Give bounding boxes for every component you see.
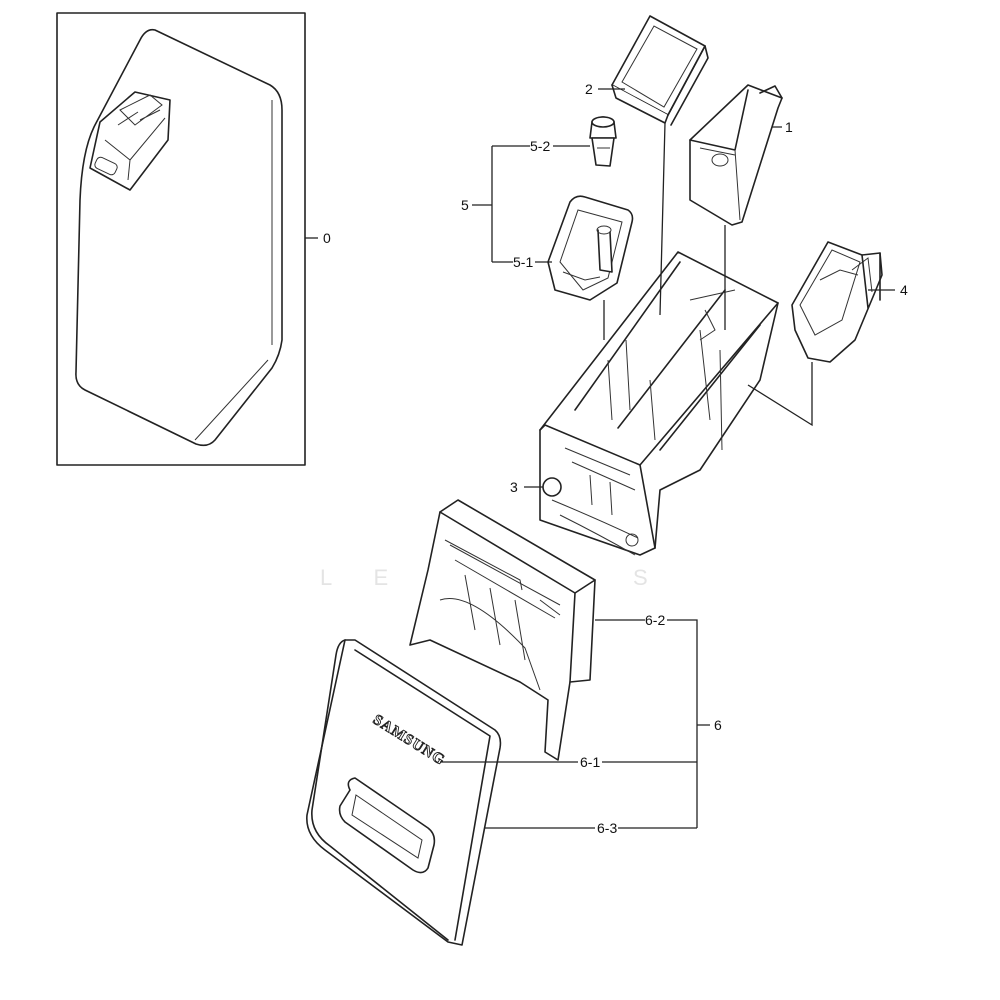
part-4-compartment: [791, 241, 883, 363]
label-part-5-2: 5-2: [530, 138, 550, 154]
label-part-6-3: 6-3: [597, 820, 617, 836]
leader-lines: [305, 88, 895, 829]
part-5-1-cup: [547, 195, 634, 301]
label-part-1: 1: [785, 119, 793, 135]
part-5-2-knob: [589, 116, 617, 167]
label-part-5: 5: [461, 197, 469, 213]
label-part-6-1: 6-1: [580, 754, 600, 770]
label-part-6: 6: [714, 717, 722, 733]
part-labels: 0 1 2 3 4 5 5-1 5-2 6 6-1 6-2 6-3: [323, 81, 908, 836]
label-part-2: 2: [585, 81, 593, 97]
label-part-4: 4: [900, 282, 908, 298]
label-part-0: 0: [323, 230, 331, 246]
assembly-inset: [56, 12, 306, 466]
part-3-housing: [539, 251, 779, 556]
part-2-tray: [611, 15, 709, 126]
assembly-panel: [75, 28, 283, 447]
part-6-2-frame: [409, 499, 596, 761]
label-part-3: 3: [510, 479, 518, 495]
part-1-box: [689, 84, 783, 226]
label-part-6-2: 6-2: [645, 612, 665, 628]
inset-frame: [56, 12, 306, 466]
label-part-5-1: 5-1: [513, 254, 533, 270]
part-6-front: SAMSUNG: [306, 639, 502, 946]
